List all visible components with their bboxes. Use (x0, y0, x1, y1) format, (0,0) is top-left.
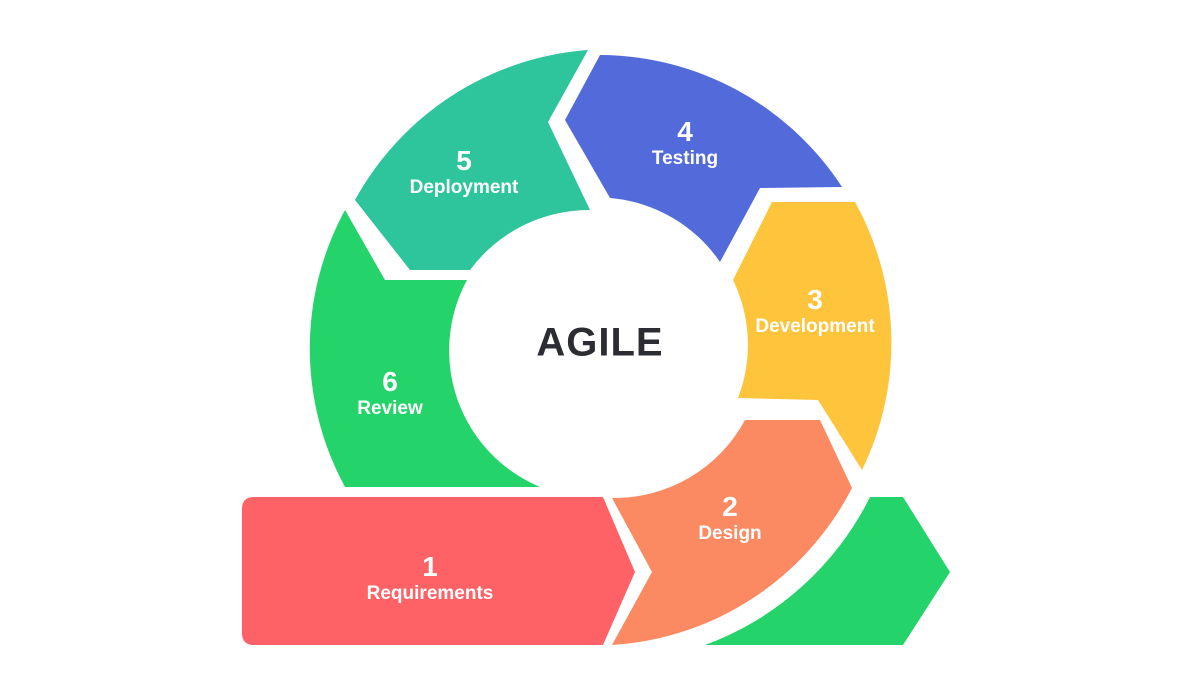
step-design: 2 Design (698, 491, 761, 545)
step-label: Testing (651, 148, 719, 170)
center-title: AGILE (536, 320, 664, 365)
segment-development (733, 202, 892, 470)
segment-testing (565, 55, 842, 262)
segment-deployment (355, 50, 590, 270)
step-label: Requirements (366, 583, 494, 605)
segment-requirements (242, 497, 635, 645)
segment-loop-arrow (705, 497, 950, 645)
step-testing: 4 Testing (652, 116, 718, 170)
step-number: 3 (807, 283, 823, 315)
step-number: 5 (456, 144, 472, 176)
segment-review (309, 210, 540, 487)
step-label: Review (357, 398, 423, 420)
step-number: 1 (422, 550, 438, 582)
step-development: 3 Development (755, 284, 874, 338)
step-deployment: 5 Deployment (410, 145, 519, 199)
step-requirements: 1 Requirements (367, 551, 494, 605)
step-label: Development (755, 316, 875, 338)
step-number: 6 (382, 365, 398, 397)
step-label: Design (698, 523, 762, 545)
step-review: 6 Review (357, 366, 422, 420)
step-number: 4 (677, 115, 693, 147)
segment-design (612, 420, 852, 645)
step-number: 2 (722, 490, 738, 522)
step-label: Deployment (409, 177, 519, 199)
